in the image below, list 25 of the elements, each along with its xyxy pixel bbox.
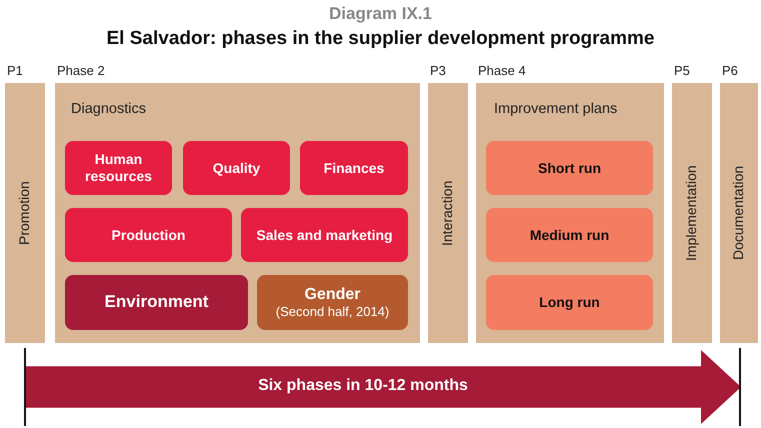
diagram-title: El Salvador: phases in the supplier development programme <box>106 28 656 50</box>
topic-box: Production <box>65 208 232 262</box>
topic-box: Gender (Second half, 2014) <box>257 275 408 330</box>
topic-box: Sales and marketing <box>241 208 408 262</box>
topic-box: Environment <box>65 275 248 330</box>
topic-box: Quality <box>183 141 290 195</box>
phase-name: Interaction <box>439 179 455 248</box>
phase-heading: P5 <box>674 63 690 78</box>
phase-heading: P1 <box>7 63 23 78</box>
topic-box: Short run <box>486 141 653 195</box>
topic-box: Long run <box>486 275 653 330</box>
phase-name: Implementation <box>683 164 699 263</box>
timeline-label: Six phases in 10-12 months <box>257 377 469 395</box>
phase-heading: Phase 2 <box>57 63 105 78</box>
topic-box: Finances <box>300 141 408 195</box>
phase-name: Diagnostics <box>71 101 146 117</box>
phase-name: Promotion <box>16 180 32 247</box>
phase-heading: P3 <box>430 63 446 78</box>
diagram-number: Diagram IX.1 <box>328 4 433 24</box>
phase-heading: P6 <box>722 63 738 78</box>
phase-name: Documentation <box>730 164 746 262</box>
topic-box: Medium run <box>486 208 653 262</box>
phase-name: Improvement plans <box>494 101 618 117</box>
phase-heading: Phase 4 <box>478 63 526 78</box>
topic-box: Human resources <box>65 141 172 195</box>
